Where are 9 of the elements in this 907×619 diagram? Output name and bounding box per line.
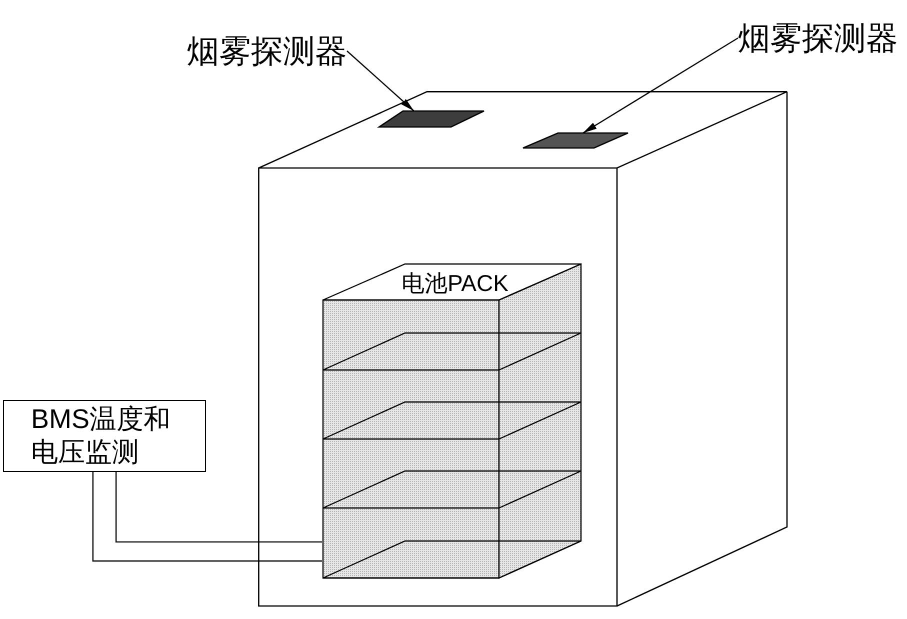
leader-arrow — [346, 50, 414, 112]
signal-wire — [115, 472, 322, 543]
detector-label: 烟雾探测器 — [738, 18, 898, 58]
pack-label: 电池PACK — [402, 269, 508, 297]
leader-arrow — [582, 37, 738, 134]
detector-label: 烟雾探测器 — [187, 31, 347, 71]
signal-wire — [92, 472, 322, 562]
process-box — [3, 400, 206, 472]
box-label: BMS温度和电压监测 — [31, 403, 172, 469]
